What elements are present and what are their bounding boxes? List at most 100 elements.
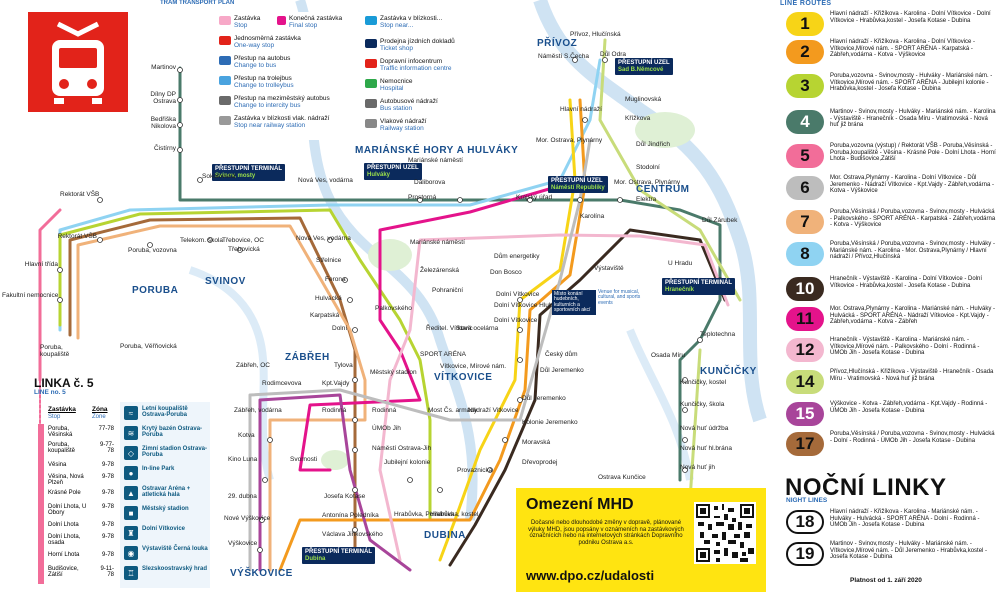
stop-label: Karolína	[580, 213, 605, 220]
district-svinov: SVINOV	[205, 276, 246, 287]
amenity-item: ●In-line Park	[124, 466, 174, 480]
amenity-item: ■Městský stadion	[124, 506, 189, 520]
stop-label: Přívoz, Hlučínská	[570, 31, 621, 38]
stop-label: Bedřiška Nikolova	[150, 116, 176, 130]
route-description: Poruba,vozovna - Svinov,mosty - Hulváky …	[830, 73, 993, 93]
river-east	[626, 328, 694, 481]
omezeni-text: Dočasné nebo dlouhodobé změny v dopravě,…	[528, 520, 684, 547]
stop-label: Kotva	[238, 432, 255, 439]
line5-strip	[38, 424, 44, 584]
stop-label: Český dům	[545, 351, 578, 358]
route-description: Výškovice - Kotva - Zábřeh,vodárna - Kpt…	[830, 401, 988, 414]
stop-label: Čistírny	[153, 145, 176, 152]
stop-label: Důl Jeremenko	[522, 395, 566, 402]
amenity-item: ♜Dolní Vítkovice	[124, 526, 185, 540]
route-row-5: 5 Poruba,vozovna (výstup) / Rektorát VŠB …	[778, 142, 996, 172]
line-4-south	[678, 298, 722, 482]
stop-label: Kino Luna	[228, 456, 258, 463]
stop-label: Tylova	[334, 362, 353, 369]
line-6	[248, 138, 592, 572]
line-14-south	[688, 348, 702, 502]
stop-label: Hulvácká	[315, 295, 342, 302]
stop-label: 29. dubna	[228, 493, 257, 500]
district-vyskovice: VÝŠKOVICE	[230, 568, 293, 579]
info-centre-icon	[365, 59, 377, 68]
amenity-item: ≋Krytý bazén Ostrava-Poruba	[124, 426, 210, 440]
stop-label: Ferona	[325, 276, 346, 283]
stop-label: Muglinovská	[625, 96, 662, 103]
route-badge: 5	[786, 144, 824, 168]
route-badge: 10	[786, 277, 824, 301]
route-row-1: 1 Hlavní nádraží - Křižíkova - Karolina -…	[778, 10, 993, 40]
stop-label: Mor. Ostrava, Plynárny	[536, 137, 603, 144]
industrial-icon: ♜	[124, 526, 138, 540]
district-poruba: PORUBA	[132, 285, 179, 296]
line-14	[598, 38, 742, 302]
stop-label: Zábřeh, OC	[236, 362, 270, 369]
map-header: TRAM TRANSPORT PLAN	[160, 0, 235, 6]
col-stop-en: Stop	[48, 414, 61, 420]
omezeni-link[interactable]: www.dpo.cz/udalosti	[526, 568, 655, 583]
line-10	[448, 228, 727, 567]
linka5-subtitle: LINE no. 5	[34, 389, 66, 396]
stop-label: Don Bosco	[490, 269, 522, 276]
route-description: Mor. Ostrava,Plynárny - Karolina - Dolní…	[830, 175, 994, 195]
col-zone-en: Zone	[92, 414, 106, 420]
stop-label: Důl Jeremenko	[540, 367, 584, 374]
trolleybus-icon	[219, 76, 231, 85]
pool-icon: ≋	[124, 426, 138, 440]
route-description: Poruba,Věsínská / Poruba,vozovna - Svino…	[830, 241, 995, 261]
route-description: Hranečník - Výstaviště - Karolina - Doln…	[830, 276, 983, 289]
district-privoz: PŘÍVOZ	[537, 38, 578, 49]
stop-label: Nová huť hl.brána	[680, 445, 732, 452]
route-badge: 12	[786, 338, 824, 362]
final-stop-icon	[277, 16, 286, 25]
col-zone: Zóna	[92, 406, 108, 413]
stop-label: Dům energetiky	[494, 253, 540, 260]
stop-label: Zábřeh, vodárna	[234, 407, 282, 414]
stop-label: Výškovice	[228, 540, 258, 547]
river-odra	[533, 0, 767, 423]
route-badge: 7	[786, 210, 824, 234]
route-description: Martinov - Svinov,mosty - Hulváky - Mari…	[830, 109, 996, 129]
route-description: Hlavní nádraží - Křižíkova - Karolina - …	[830, 11, 991, 24]
route-description: Poruba,vozovna (výstup) / Rektorát VŠB -…	[830, 143, 996, 163]
line-7	[76, 224, 367, 572]
route-badge: 17	[786, 432, 824, 456]
stop-label: Nová Ves, vodárna	[296, 235, 351, 242]
amenity-item: ▲Ostravar Aréna + atletická hala	[124, 486, 210, 500]
amenity-item: ≈Letní koupaliště Ostrava-Poruba	[124, 406, 210, 420]
district-vitkovice: VÍTKOVICE	[434, 372, 493, 383]
route-badge: 1	[786, 12, 824, 36]
stop-label: Nová huť údržba	[680, 425, 729, 432]
line-1	[438, 98, 577, 562]
legend-item: Zastávka v blízkosti...Stop near...	[365, 15, 442, 30]
stop-label: Třebovice, OC	[222, 237, 264, 244]
stop-label: Karpatská	[310, 312, 340, 319]
route-badge: 11	[786, 307, 824, 331]
stadium-icon: ■	[124, 506, 138, 520]
stop-label: Dřevoprodej	[522, 459, 558, 466]
district-centrum: CENTRUM	[636, 184, 690, 195]
stop-label: Hrabůvka, kostel	[430, 511, 479, 518]
qr-code-icon[interactable]	[694, 502, 756, 564]
line-11	[298, 178, 582, 472]
stop-label: Železárenská	[420, 267, 460, 274]
stop-label: Mor. Ostrava, Plynárny	[614, 179, 681, 186]
route-badge: 2	[786, 40, 824, 64]
bus-icon	[219, 56, 231, 65]
inline-park-icon: ●	[124, 466, 138, 480]
stop-label: Nová huť jih	[680, 464, 715, 471]
stop-label: Svornosti	[290, 456, 318, 463]
stop-label: Fakultní nemocnice	[2, 292, 59, 299]
